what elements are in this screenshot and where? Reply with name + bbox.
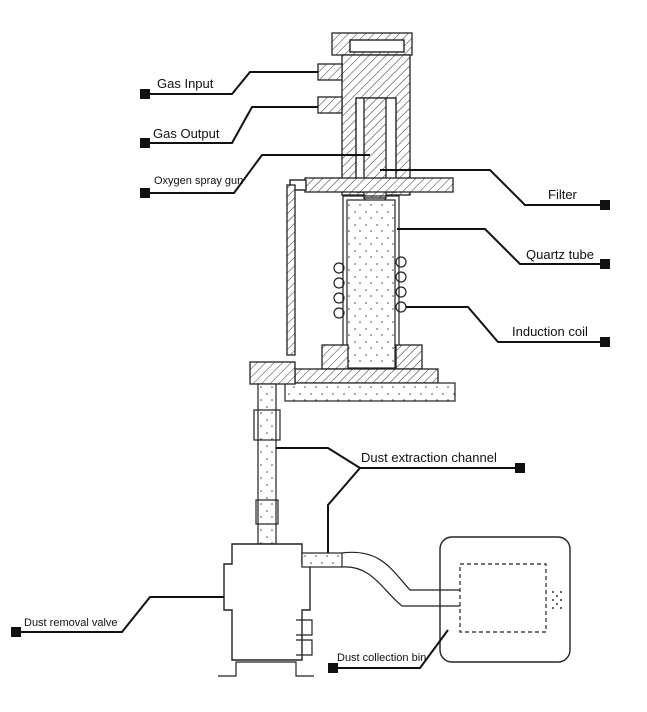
gas-ports <box>317 63 343 114</box>
callout-quartz-tube: Quartz tube <box>397 228 610 269</box>
valve-body <box>218 543 314 677</box>
label-dust-removal-valve: Dust removal valve <box>24 617 118 629</box>
reactor-head <box>331 32 413 217</box>
flange-plate <box>289 177 454 193</box>
label-dust-extraction-channel: Dust extraction channel <box>361 450 497 465</box>
label-filter: Filter <box>548 187 578 202</box>
extraction-wall <box>286 184 296 356</box>
transfer-pipe <box>301 551 432 607</box>
label-induction-coil: Induction coil <box>512 324 588 339</box>
callout-gas-input: Gas Input <box>140 71 318 99</box>
callout-filter: Filter <box>380 169 610 210</box>
callout-dust-removal-valve: Dust removal valve <box>11 596 224 637</box>
bin-vent-dots <box>552 591 562 609</box>
label-dust-collection-bin: Dust collection bin <box>337 652 426 664</box>
quartz-tube <box>342 195 400 373</box>
callout-gas-output: Gas Output <box>140 106 318 148</box>
induction-coil <box>333 256 407 319</box>
extraction-pipe <box>253 383 281 545</box>
label-quartz-tube: Quartz tube <box>526 247 594 262</box>
callout-induction-coil: Induction coil <box>406 306 610 347</box>
callout-oxygen-spray-gun: Oxygen spray gun <box>140 154 370 198</box>
collection-bin <box>432 536 571 663</box>
callout-dust-collection-bin: Dust collection bin <box>328 629 449 673</box>
base-block <box>249 344 456 402</box>
label-oxygen-spray-gun: Oxygen spray gun <box>154 175 243 187</box>
label-gas-input: Gas Input <box>157 76 214 91</box>
label-gas-output: Gas Output <box>153 126 220 141</box>
callout-dust-extraction-channel: Dust extraction channel <box>276 447 525 553</box>
